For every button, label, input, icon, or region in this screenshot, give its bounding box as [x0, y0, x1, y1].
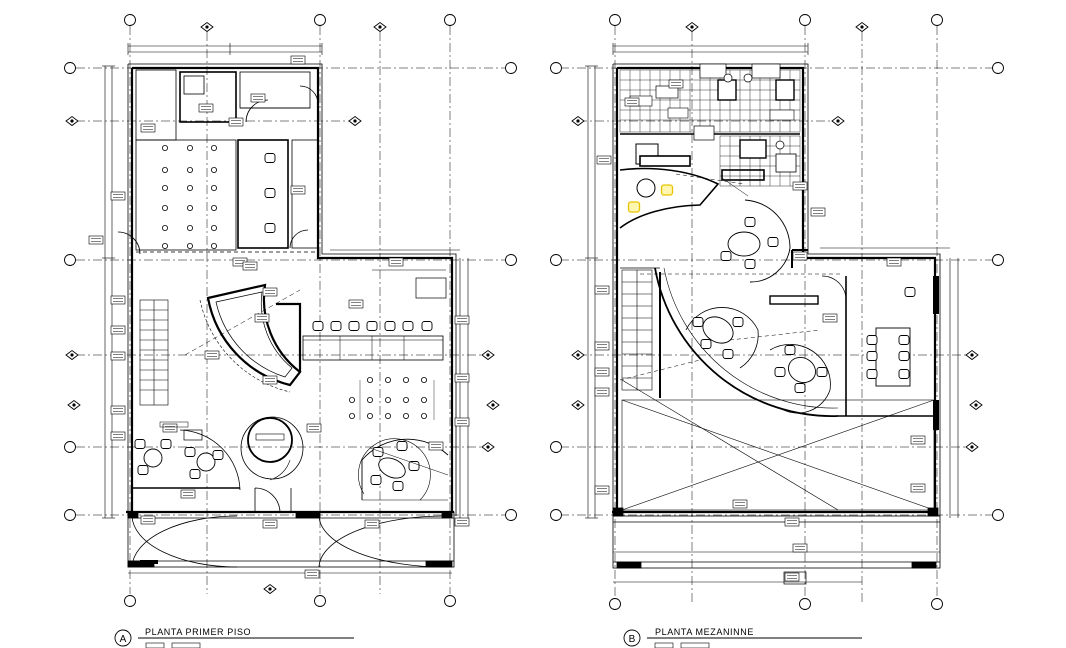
caption-bubble-b — [623, 629, 641, 647]
caption-letter-a: A — [120, 634, 127, 645]
caption-plan-b: B PLANTA MEZANINNE — [623, 627, 862, 648]
round-atm-booth-a — [240, 416, 304, 481]
wall-lines-b — [612, 63, 941, 569]
lighting-fixtures-upper-a — [161, 144, 218, 250]
conference-room-b — [866, 276, 939, 430]
void-opening-b — [621, 379, 935, 511]
lounge-upper-b — [619, 167, 745, 229]
teller-counter-a — [232, 257, 447, 361]
restroom-tiles-b — [619, 69, 801, 187]
lower-right-meeting-a — [358, 438, 449, 529]
central-counter-a — [184, 283, 302, 393]
stairs-a — [139, 299, 169, 406]
entry-doors-a — [131, 487, 449, 568]
caption-letter-b: B — [629, 634, 636, 645]
dimension-lines-a — [102, 43, 469, 574]
service-rooms-a — [117, 69, 319, 255]
caption-plan-a: A PLANTA PRIMER PISO — [114, 627, 354, 648]
caption-title-b: PLANTA MEZANINNE — [655, 627, 754, 637]
lower-left-offices-a — [132, 421, 241, 499]
meeting-tables-b — [685, 307, 831, 414]
mezzanine-curve-b — [619, 267, 935, 417]
wall-lines-a — [127, 63, 457, 568]
caption-bubble-a — [114, 629, 132, 647]
restroom-fixtures-b — [629, 63, 797, 173]
plan-mezaninne — [550, 14, 1004, 610]
lounge-round-table-b — [720, 169, 791, 283]
dimension-lines-b — [585, 43, 959, 583]
caption-title-a: PLANTA PRIMER PISO — [145, 627, 251, 637]
plan-primer-piso — [64, 14, 517, 607]
stairs-b — [621, 269, 661, 398]
lighting-fixtures-lower-a — [348, 376, 435, 420]
